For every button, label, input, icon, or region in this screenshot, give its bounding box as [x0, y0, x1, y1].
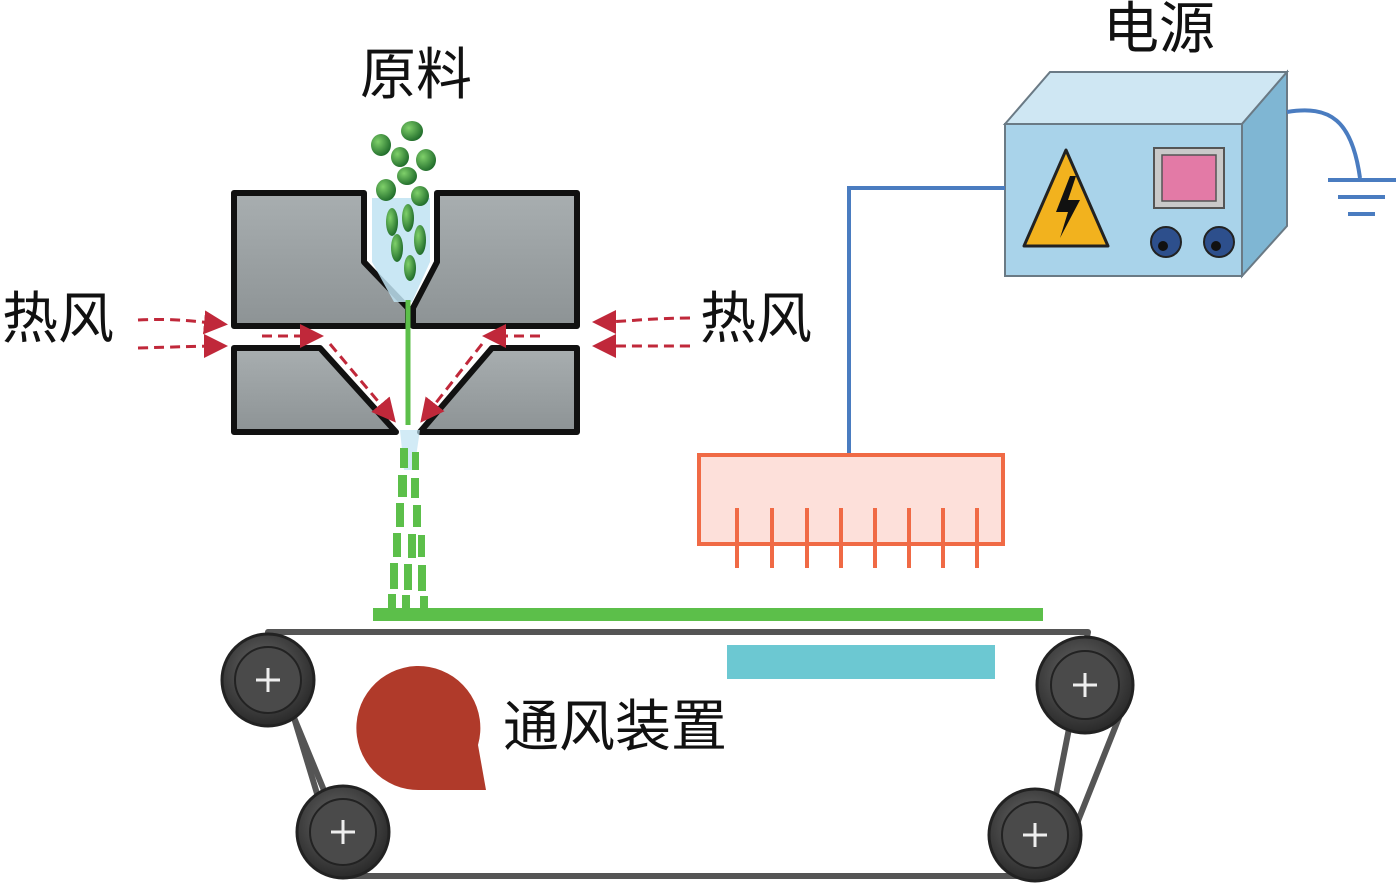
roller-plus-icon	[256, 668, 280, 692]
power-switch[interactable]	[1153, 147, 1225, 209]
ventilation-fan-icon	[356, 666, 486, 791]
ground-symbol-icon	[1328, 178, 1396, 216]
roller-top-left	[220, 632, 316, 728]
output-terminal-right	[1203, 226, 1235, 258]
roller-bottom-right	[987, 787, 1083, 883]
raw-material-label: 原料	[360, 43, 472, 108]
melt-blow-die	[231, 190, 580, 435]
suction-plate	[727, 645, 995, 679]
roller-plus-icon	[331, 820, 355, 844]
raw-material-granules	[371, 121, 436, 281]
fiber-jet	[388, 430, 428, 608]
high-voltage-wire	[847, 186, 1005, 455]
hot-air-right-label: 热风	[700, 287, 812, 352]
hot-air-arrows	[137, 309, 691, 423]
fiber-web-layer	[373, 608, 1043, 621]
power-supply-label: 电源	[1103, 0, 1215, 62]
roller-top-right	[1035, 635, 1135, 735]
needle-electrode	[697, 453, 1005, 568]
ground-wire	[1286, 108, 1362, 179]
high-voltage-warning-icon	[1022, 148, 1110, 248]
roller-plus-icon	[1023, 823, 1047, 847]
hot-air-left-label: 热风	[2, 287, 114, 352]
roller-plus-icon	[1073, 673, 1097, 697]
roller-bottom-left	[295, 784, 391, 880]
output-terminal-left	[1150, 226, 1182, 258]
ventilation-device-label: 通风装置	[503, 695, 727, 760]
power-supply-box	[1002, 69, 1290, 279]
